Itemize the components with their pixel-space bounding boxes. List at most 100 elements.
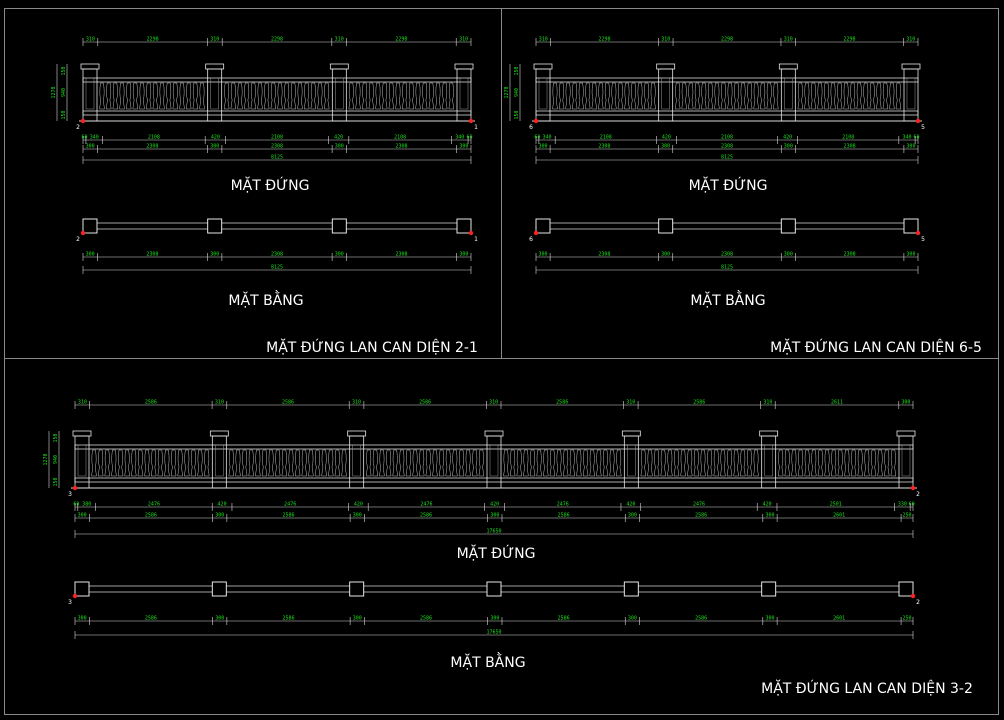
post: [331, 68, 347, 122]
post-cap: [621, 430, 641, 437]
handrail: [74, 444, 914, 450]
plan-post: [331, 218, 347, 234]
dimension-value: 300: [335, 144, 344, 150]
dimension-value: 310: [86, 37, 95, 43]
post-cap: [484, 430, 504, 437]
plan-label: MẶT BẰNG: [690, 290, 765, 309]
dimension-value: 300: [628, 513, 637, 519]
point-label: 5: [921, 124, 925, 131]
post-cap: [205, 63, 225, 70]
dimension-value: 2586: [693, 400, 705, 406]
dimension-value: 2586: [282, 513, 294, 519]
baluster: [197, 449, 203, 477]
bottom-rail: [535, 110, 919, 116]
plan-total-dimension-row: 8125: [82, 265, 472, 274]
baluster: [558, 82, 565, 110]
dimension-value: 2586: [145, 513, 157, 519]
dimension-value: 2308: [721, 144, 733, 150]
baluster: [509, 449, 516, 477]
post-cap: [901, 63, 921, 70]
dimension-value: 60: [73, 502, 79, 508]
dimension-value: 300: [86, 252, 95, 258]
point-label: 2: [916, 599, 920, 606]
baluster: [237, 82, 243, 110]
dimension-value: 60: [81, 135, 87, 141]
dimension-value: 310: [215, 400, 224, 406]
reference-point: [910, 593, 916, 599]
dimension-value: 2298: [395, 37, 407, 43]
baluster: [445, 449, 452, 477]
reference-point: [533, 230, 539, 236]
dimension-value: 300: [906, 252, 915, 258]
dimension-value: 2586: [282, 400, 294, 406]
baluster: [465, 449, 471, 477]
post-cap: [533, 63, 553, 70]
dimension-value: 2476: [693, 502, 705, 508]
baluster: [145, 82, 152, 110]
reference-point: [915, 118, 921, 124]
baluster: [882, 82, 889, 110]
dimension-value: 2586: [282, 616, 294, 622]
baluster: [869, 82, 876, 110]
total-dimension-row: 8125: [535, 155, 919, 164]
plan-post: [535, 218, 551, 234]
post: [82, 68, 98, 122]
dimension-value: 8125: [721, 265, 733, 271]
post: [349, 435, 365, 489]
baluster: [883, 449, 890, 477]
post: [74, 435, 90, 489]
baluster: [432, 449, 438, 477]
plan-post: [903, 218, 919, 234]
baluster: [602, 449, 609, 477]
dimension-value: 310: [763, 400, 772, 406]
baluster: [303, 82, 310, 110]
baluster: [192, 82, 199, 110]
post: [211, 435, 227, 489]
baluster: [381, 82, 388, 110]
baluster: [844, 449, 850, 477]
dimension-value: 310: [906, 37, 915, 43]
baluster: [132, 82, 139, 110]
dimension-value: 300: [78, 513, 87, 519]
baluster: [773, 82, 779, 110]
baluster: [228, 449, 235, 477]
dimension-value: 300: [765, 513, 774, 519]
baluster: [99, 82, 105, 110]
elevation-label: MẶT ĐỨNG: [231, 176, 310, 194]
baluster: [408, 82, 415, 110]
post-cap: [72, 430, 92, 437]
post: [623, 435, 639, 489]
post: [898, 435, 914, 489]
baluster: [824, 449, 830, 477]
dimension-value: 2611: [831, 400, 843, 406]
baluster: [746, 82, 753, 110]
dimension-value: 2308: [271, 252, 283, 258]
dimension-value: 310: [210, 37, 219, 43]
baluster: [372, 449, 379, 477]
point-label: 3: [68, 599, 72, 606]
baluster: [552, 82, 558, 110]
plan-post: [82, 218, 98, 234]
baluster: [241, 449, 248, 477]
baluster: [348, 82, 355, 110]
dimension-value: 2586: [556, 400, 568, 406]
plan-post: [658, 218, 674, 234]
baluster: [314, 449, 321, 477]
dimension-value: 2308: [146, 144, 158, 150]
baluster: [199, 82, 205, 110]
baluster: [159, 82, 165, 110]
baluster: [759, 82, 766, 110]
post: [780, 68, 796, 122]
baluster: [596, 449, 602, 477]
baluster: [890, 449, 897, 477]
